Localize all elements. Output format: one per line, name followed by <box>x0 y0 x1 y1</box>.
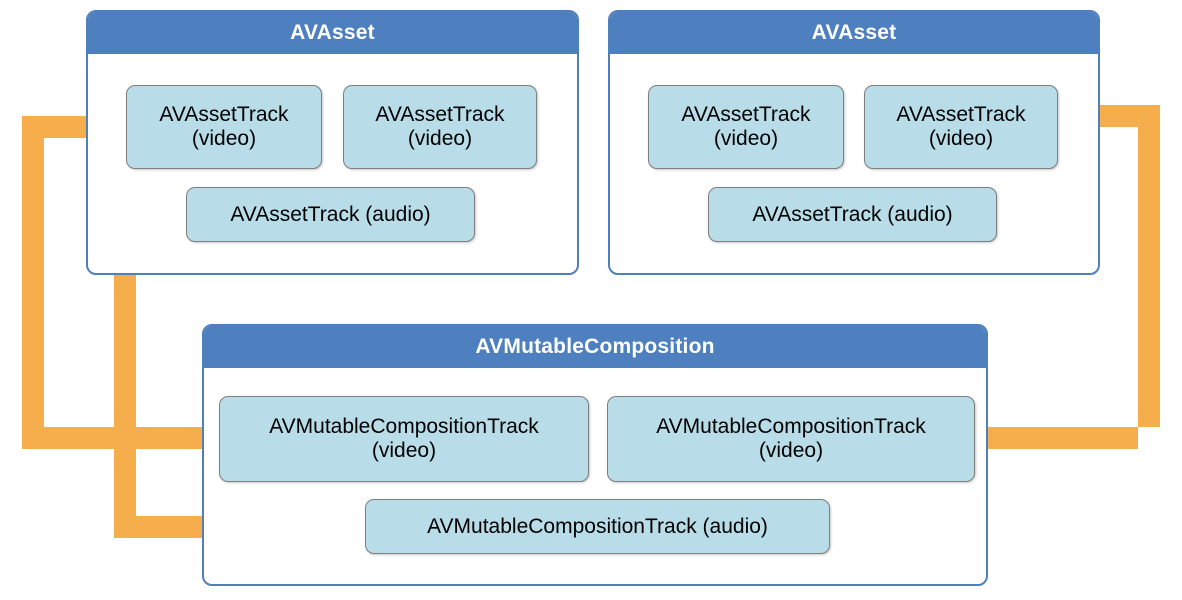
track-label: AVAssetTrack (video) <box>681 103 810 150</box>
track-label: AVMutableCompositionTrack (audio) <box>427 514 768 538</box>
asset-left-video-track-1[interactable]: AVAssetTrack (video) <box>126 85 322 169</box>
track-label: AVMutableCompositionTrack (video) <box>656 415 926 462</box>
track-label-line1: AVAssetTrack <box>159 103 289 127</box>
track-label-line2: (video) <box>371 439 437 462</box>
avmutablecomposition-header: AVMutableComposition <box>204 326 986 368</box>
track-label-line2: (video) <box>191 127 257 150</box>
track-label: AVAssetTrack (audio) <box>230 202 431 226</box>
track-label: AVMutableCompositionTrack (video) <box>269 415 539 462</box>
track-label-line2: (video) <box>713 127 779 150</box>
track-label-line1: AVMutableCompositionTrack <box>269 415 539 439</box>
asset-right-video-track-2[interactable]: AVAssetTrack (video) <box>864 85 1058 169</box>
track-label-line1: AVMutableCompositionTrack <box>656 415 926 439</box>
track-label: AVAssetTrack (video) <box>375 103 504 150</box>
asset-left-audio-track[interactable]: AVAssetTrack (audio) <box>186 187 475 242</box>
track-label-line2: (video) <box>758 439 824 462</box>
track-label: AVAssetTrack (video) <box>159 103 288 150</box>
avasset-left-header: AVAsset <box>88 12 577 54</box>
asset-right-video-track-1[interactable]: AVAssetTrack (video) <box>648 85 844 169</box>
asset-left-video-track-2[interactable]: AVAssetTrack (video) <box>343 85 537 169</box>
connector-video-1 <box>22 99 228 449</box>
track-label: AVAssetTrack (video) <box>896 103 1025 150</box>
track-label: AVAssetTrack (audio) <box>752 202 953 226</box>
composition-video-track-2[interactable]: AVMutableCompositionTrack (video) <box>607 396 975 482</box>
track-label-line2: (video) <box>407 127 473 150</box>
avasset-right-header: AVAsset <box>610 12 1098 54</box>
composition-audio-track[interactable]: AVMutableCompositionTrack (audio) <box>365 499 830 554</box>
track-label-line2: (video) <box>928 127 994 150</box>
asset-right-audio-track[interactable]: AVAssetTrack (audio) <box>708 187 997 242</box>
track-label-line1: AVAssetTrack <box>681 103 811 127</box>
connector-video-2 <box>966 88 1160 449</box>
composition-video-track-1[interactable]: AVMutableCompositionTrack (video) <box>219 396 589 482</box>
track-label-line1: AVAssetTrack <box>375 103 505 127</box>
track-label-line1: AVAssetTrack <box>896 103 1026 127</box>
